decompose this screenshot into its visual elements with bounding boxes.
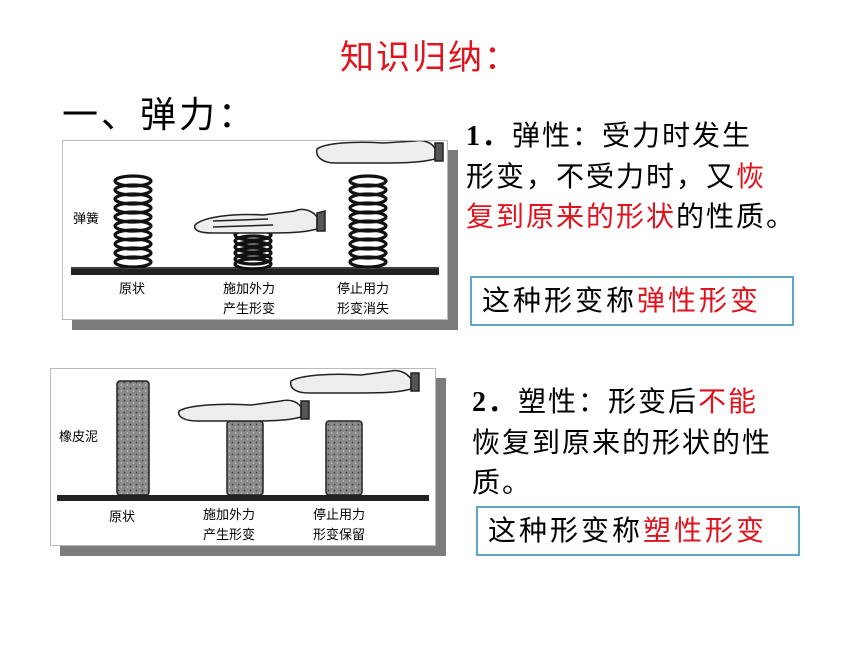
- plastic-box-prefix: 这种形变称: [488, 514, 644, 547]
- plasticine-caption-3a: 停止用力: [313, 507, 365, 523]
- clay-squashed: [226, 420, 264, 496]
- hand-pressing-icon: [177, 399, 310, 422]
- plastic-line-1-red: 不能: [698, 385, 759, 418]
- plasticine-side-label: 橡皮泥: [59, 430, 98, 445]
- clay-original: [116, 380, 150, 496]
- elastic-box-prefix: 这种形变称: [482, 284, 638, 317]
- spring-original: [113, 174, 153, 269]
- spring-illustration: 弹簧 原状 施加外力 产生形变 停止用力 形变消失: [71, 141, 444, 317]
- section-heading: 一、弹力：: [62, 95, 258, 136]
- elastic-definition: 1．弹性：受力时发生 形变，不受力时，又恢 复到原来的形状的性质。: [466, 116, 856, 237]
- plasticine-caption-2a: 施加外力: [203, 508, 255, 523]
- elastic-line-2: 形变，不受力时，又: [466, 160, 737, 193]
- plastic-deformation-box: 这种形变称塑性形变: [476, 506, 800, 556]
- elastic-number: 1．: [466, 121, 513, 152]
- plasticine-caption-2b: 产生形变: [203, 527, 255, 543]
- plasticine-caption-1: 原状: [109, 510, 135, 525]
- hand-pressing-icon: [193, 208, 326, 234]
- spring-caption-2a: 施加外力: [223, 282, 275, 297]
- plasticine-illustration: 橡皮泥 原状 施加外力 产生形变 停止用力 形变保留: [57, 369, 429, 543]
- hand-lifted-icon: [289, 369, 420, 394]
- spring-side-label: 弹簧: [73, 211, 99, 227]
- plastic-line-2: 恢复到原来的形状的性: [472, 426, 773, 459]
- plasticine-caption-3b: 形变保留: [313, 527, 365, 543]
- elastic-line-3: 的性质。: [676, 200, 797, 233]
- page-title: 知识归纳：: [340, 38, 520, 78]
- elastic-line-1: 弹性：受力时发生: [512, 119, 753, 152]
- clay-deformed: [325, 420, 363, 496]
- spring-caption-1: 原状: [119, 282, 145, 297]
- plastic-definition: 2．塑性：形变后不能 恢复到原来的形状的性 质。: [472, 382, 852, 503]
- spring-caption-2b: 产生形变: [223, 301, 275, 317]
- plasticine-figure: 橡皮泥 原状 施加外力 产生形变 停止用力 形变保留: [50, 368, 436, 546]
- spring-caption-3a: 停止用力: [337, 281, 389, 297]
- elastic-line-3-red: 复到原来的形状: [466, 200, 677, 233]
- plastic-box-term: 塑性形变: [643, 514, 768, 547]
- elastic-box-term: 弹性形变: [637, 284, 762, 317]
- spring-figure: 弹簧 原状 施加外力 产生形变 停止用力 形变消失: [62, 140, 448, 320]
- elastic-line-2-red: 恢: [736, 160, 767, 193]
- spring-restored: [348, 174, 388, 269]
- elastic-deformation-box: 这种形变称弹性形变: [470, 276, 794, 326]
- plastic-line-3: 质。: [472, 466, 533, 499]
- plastic-number: 2．: [472, 387, 519, 418]
- spring-compressed: [233, 228, 273, 271]
- plastic-line-1: 塑性：形变后: [518, 385, 699, 418]
- spring-caption-3b: 形变消失: [337, 301, 389, 317]
- hand-lifted-icon: [315, 141, 444, 164]
